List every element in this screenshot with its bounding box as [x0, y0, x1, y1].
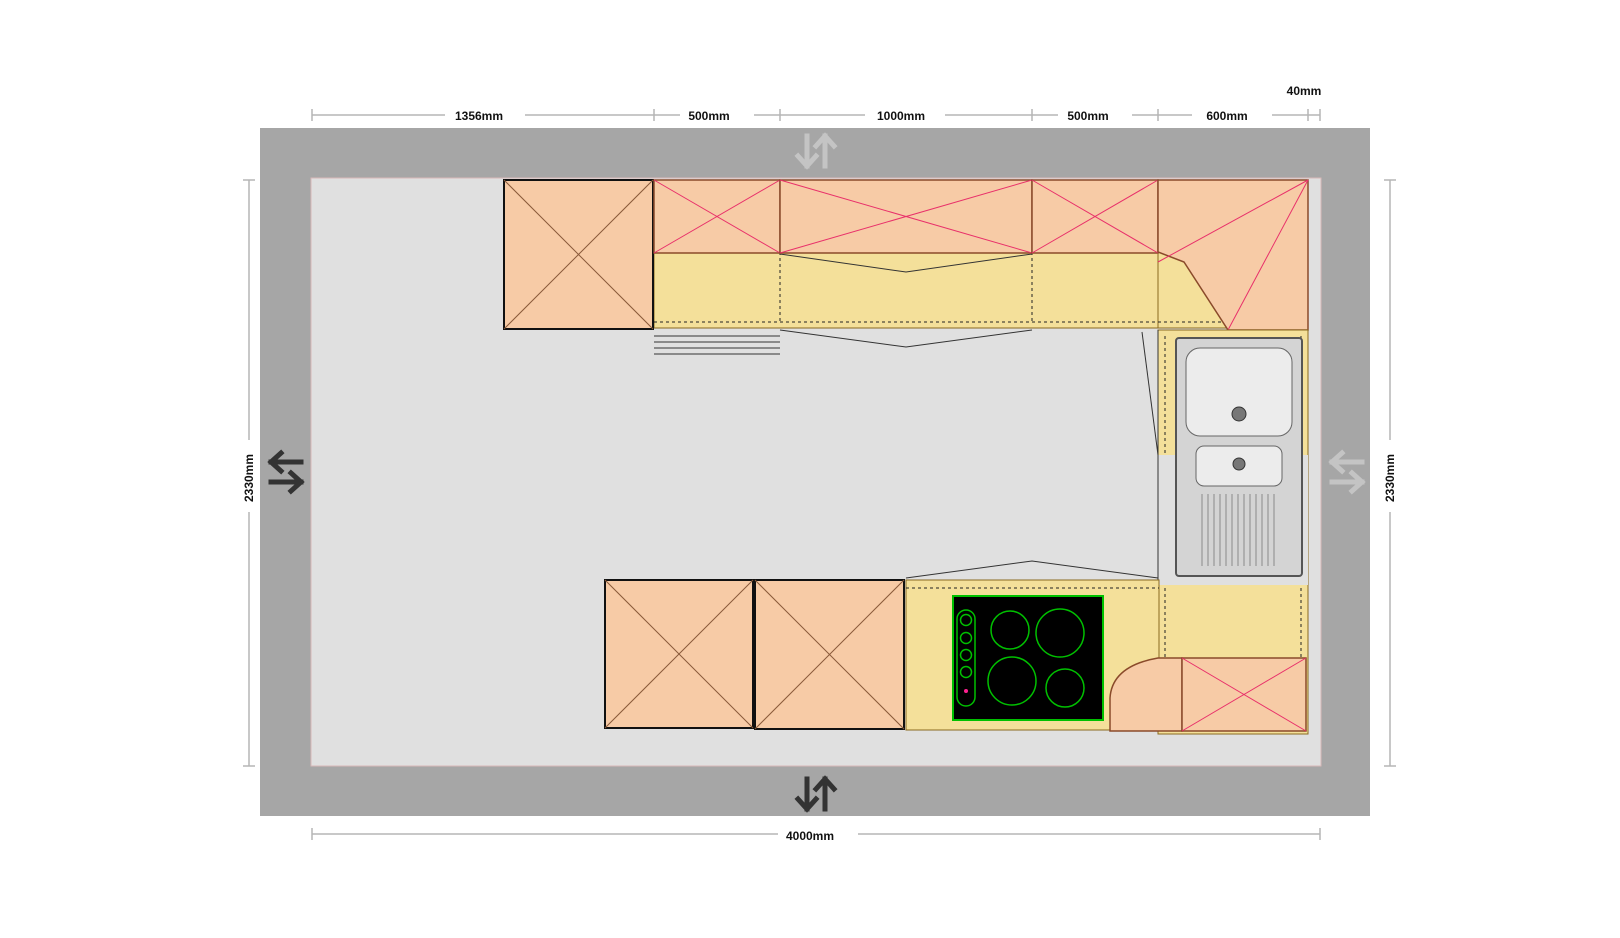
dim-label-500-a: 500mm — [688, 109, 729, 123]
hob-indicator-light — [964, 689, 968, 693]
dim-label-1356: 1356mm — [455, 109, 503, 123]
dim-label-600: 600mm — [1206, 109, 1247, 123]
dim-label-1000: 1000mm — [877, 109, 925, 123]
sink[interactable] — [1175, 337, 1303, 577]
sink-main-bowl — [1185, 347, 1293, 437]
dim-label-500-b: 500mm — [1067, 109, 1108, 123]
countertop-top-run[interactable] — [653, 251, 1159, 329]
hob-ring-icon — [990, 610, 1030, 650]
tall-cabinet-top-left[interactable] — [503, 179, 654, 330]
drawer-lines — [654, 335, 780, 355]
dim-label-40: 40mm — [1287, 84, 1322, 98]
dimension-bottom: 4000mm — [311, 826, 1321, 843]
corner-end-shelf[interactable] — [1109, 657, 1183, 732]
dim-label-4000: 4000mm — [786, 829, 834, 843]
dim-label-right-2330: 2330mm — [1383, 454, 1397, 502]
hob-control-panel — [956, 609, 976, 707]
wall-unit-bottom-right[interactable] — [1181, 657, 1307, 732]
hob-ring-icon — [987, 656, 1037, 706]
dimension-right: 2330mm — [1382, 179, 1398, 767]
wall-unit-500-a[interactable] — [653, 179, 781, 254]
drain-icon — [1232, 457, 1246, 471]
hob-knob-icon — [959, 631, 973, 645]
hob-knob-icon — [959, 665, 973, 679]
dimension-top: 1356mm 500mm 1000mm 500mm 600mm 40mm — [311, 84, 1322, 123]
dim-label-left-2330: 2330mm — [242, 454, 256, 502]
swap-horizontal-arrows-icon[interactable] — [1328, 449, 1366, 495]
wall-unit-1000[interactable] — [779, 179, 1033, 254]
hob-knob-icon — [959, 648, 973, 662]
hob-ring-icon — [1045, 668, 1085, 708]
hob-knob-icon — [959, 613, 973, 627]
base-unit-bottom-1[interactable] — [604, 579, 754, 729]
dimension-left: 2330mm — [241, 179, 257, 767]
wall-unit-500-b[interactable] — [1031, 179, 1159, 254]
hob[interactable] — [952, 595, 1104, 721]
base-unit-bottom-2[interactable] — [754, 579, 905, 730]
swap-vertical-arrows-icon[interactable] — [794, 775, 838, 813]
hob-ring-icon — [1035, 608, 1085, 658]
swap-vertical-arrows-icon[interactable] — [794, 132, 838, 170]
swap-horizontal-arrows-icon[interactable] — [267, 449, 305, 495]
drainer-grooves — [1201, 494, 1275, 566]
drain-icon — [1231, 406, 1247, 422]
